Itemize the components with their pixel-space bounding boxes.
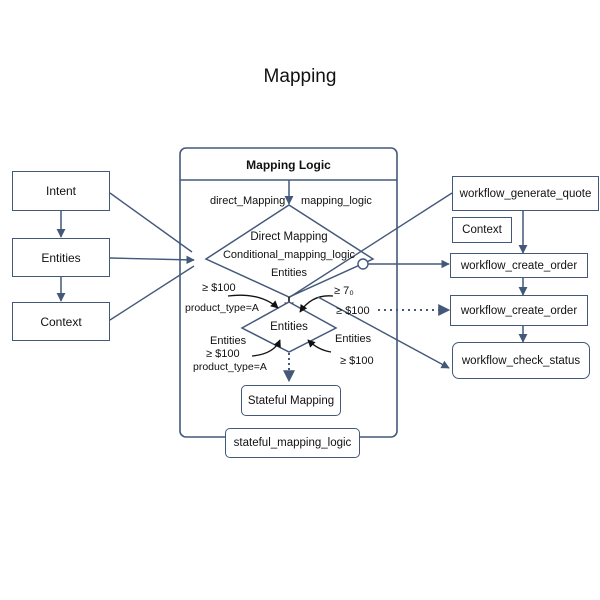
- workflow-create-order-box-2[interactable]: workflow_create_order: [450, 295, 588, 326]
- workflow-check-status-box[interactable]: workflow_check_status: [452, 342, 590, 379]
- stateful-mapping-box[interactable]: Stateful Mapping: [241, 385, 341, 416]
- lower-right-entities: Entities: [335, 333, 372, 345]
- workflow-create-order-box-1[interactable]: workflow_create_order: [450, 253, 588, 278]
- cond-right-threshold: ≥ 7₀: [334, 285, 354, 297]
- curve-upper-right: [299, 295, 334, 313]
- lower-left-product: product_type=A: [193, 361, 267, 373]
- connector-to-check-status: [317, 296, 450, 369]
- connector-generate-quote: [289, 192, 453, 298]
- cond-left-amount: ≥ $100: [202, 282, 236, 294]
- curve-lower-right: [307, 339, 332, 353]
- inner-diamond-text: Entities: [270, 321, 308, 333]
- workflow-generate-quote-box[interactable]: workflow_generate_quote: [452, 176, 599, 211]
- lower-left-entities: Entities: [210, 335, 247, 347]
- cond-left-product: product_type=A: [185, 302, 259, 314]
- direct-mapping-label: direct_Mapping: [210, 195, 286, 207]
- cond-right-amount: ≥ $100: [336, 305, 370, 317]
- lower-left-amount: ≥ $100: [206, 348, 240, 360]
- context-box[interactable]: Context: [12, 302, 110, 341]
- diamond-text-conditional: Conditional_mapping_logic: [222, 249, 356, 261]
- diamond-text-direct-mapping: Direct Mapping: [250, 231, 328, 243]
- right-context-box[interactable]: Context: [452, 217, 512, 243]
- intent-box[interactable]: Intent: [12, 171, 110, 211]
- connector-entities: [109, 255, 195, 265]
- connector-context: [109, 265, 195, 321]
- mapping-logic-title: Mapping Logic: [246, 158, 331, 172]
- connector-intent: [109, 192, 193, 253]
- lower-right-amount: ≥ $100: [340, 355, 374, 367]
- curve-lower-left: [251, 339, 281, 357]
- mapping-logic-label: mapping_logic: [301, 195, 372, 207]
- curve-upper-left: [227, 294, 279, 309]
- page-title: Mapping: [263, 66, 337, 87]
- stateful-mapping-logic-box[interactable]: stateful_mapping_logic: [225, 428, 360, 458]
- diamond-text-entities: Entities: [270, 267, 308, 279]
- entities-box[interactable]: Entities: [12, 238, 110, 277]
